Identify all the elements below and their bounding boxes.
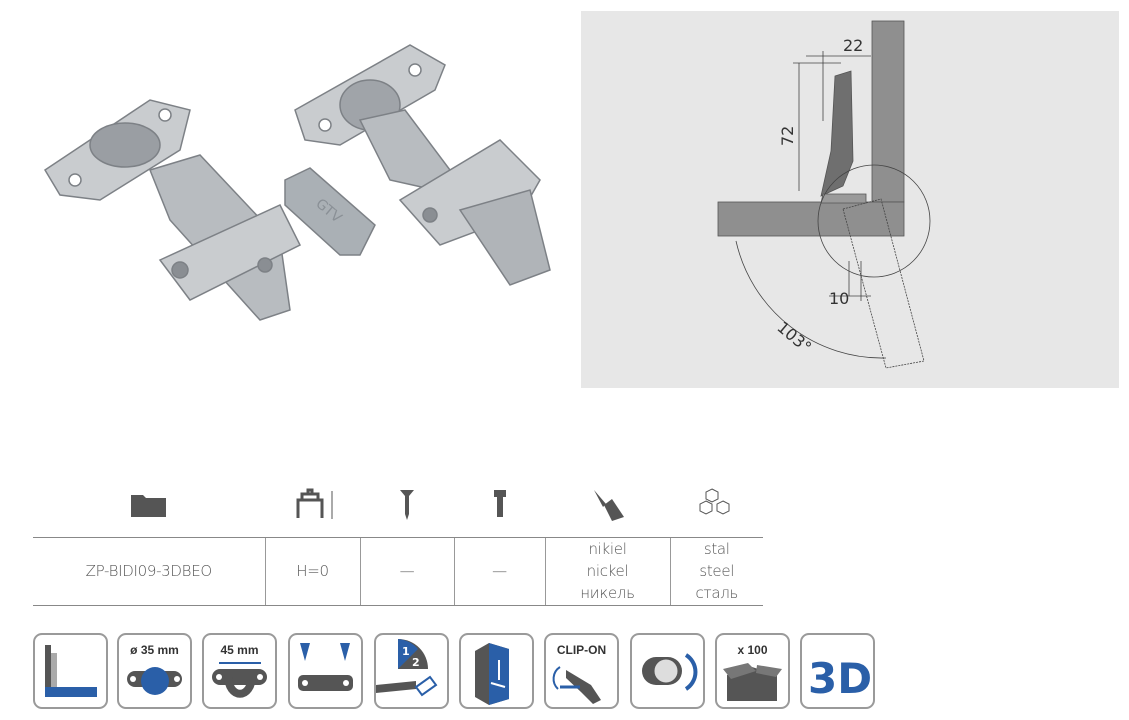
soft-close-icon	[630, 633, 705, 709]
material: stal steel сталь	[669, 537, 763, 606]
overlay-type-icon	[33, 633, 108, 709]
wood-screw-icon	[360, 480, 454, 538]
3d-model-icon: 3D	[800, 633, 875, 709]
material-cubes-icon	[670, 480, 763, 538]
spec-table: ZP-BIDI09-3DBEO H=0 — — nikiel nickel нике…	[33, 480, 763, 606]
paint-brush-icon	[545, 480, 670, 538]
mounting-height: H=0	[264, 537, 360, 606]
screw-mount-icon	[288, 633, 363, 709]
dim-height-label: 72	[778, 126, 797, 146]
pack-quantity-label: x 100	[737, 643, 768, 657]
angle-label: 103°	[773, 318, 815, 357]
cup-diameter-label: ø 35 mm	[130, 643, 179, 657]
clip-on-label: CLIP-ON	[556, 643, 607, 657]
3d-adjust-icon	[459, 633, 534, 709]
pack-quantity-icon: x 100	[715, 633, 790, 709]
finish-pl: nikiel	[588, 540, 627, 558]
table-header-row	[33, 480, 763, 538]
finish-ru: никель	[580, 584, 635, 602]
finish: nikiel nickel никель	[544, 537, 670, 606]
euro-screw-value: —	[453, 537, 545, 606]
technical-diagram: 22 72 10 103°	[581, 11, 1119, 388]
material-pl: stal	[703, 540, 730, 558]
clip-on-icon: CLIP-ON	[544, 633, 619, 709]
table-row: ZP-BIDI09-3DBEO H=0 — — nikiel nickel нике…	[33, 537, 763, 606]
hinge-product-photo: GTV	[43, 44, 551, 321]
dim-width-label: 22	[843, 36, 863, 55]
product-code: ZP-BIDI09-3DBEO	[33, 537, 265, 606]
dim-gap-label: 10	[829, 289, 849, 308]
step-1-label: 1	[402, 645, 410, 658]
finish-en: nickel	[586, 562, 629, 580]
3d-label: 3D	[808, 654, 872, 703]
folder-icon	[33, 480, 265, 538]
euro-screw-icon	[454, 480, 545, 538]
hole-spacing-label: 45 mm	[220, 643, 259, 657]
step-2-label: 2	[412, 656, 420, 669]
material-en: steel	[699, 562, 735, 580]
hole-spacing-icon: 45 mm	[202, 633, 277, 709]
mounting-height-icon	[265, 480, 360, 538]
cup-diameter-icon: ø 35 mm	[117, 633, 192, 709]
wood-screw-value: —	[359, 537, 454, 606]
material-ru: сталь	[695, 584, 739, 602]
